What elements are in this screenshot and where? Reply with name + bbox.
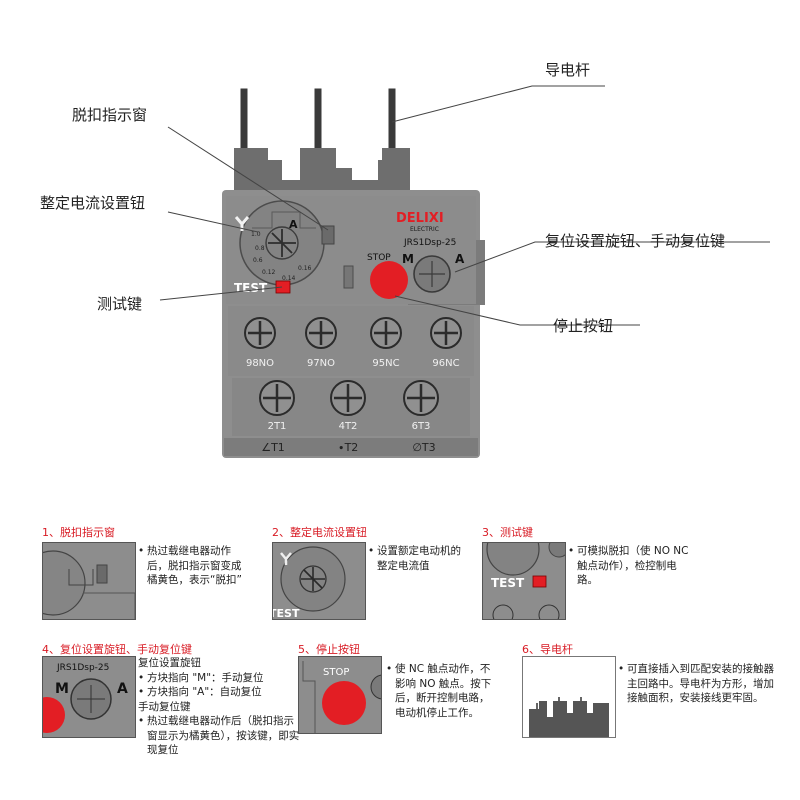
thumb-current-knob: TEST: [272, 542, 366, 620]
dial-mark-2: 0.8: [255, 245, 265, 252]
thumb4-a: A: [117, 681, 128, 697]
terminal-screw: [330, 380, 366, 416]
terminal-screw: [305, 317, 337, 349]
inner-slot: [343, 265, 354, 289]
section-desc-reset-knob: 复位设置旋钮 方块指向 "M"：手动复位 方块指向 "A"：自动复位 手动复位键…: [138, 656, 300, 758]
terminal-label-97no: 97NO: [307, 358, 335, 369]
section-desc-conductor-rod: 可直接插入到匹配安装的接触器主回路中。导电杆为方形，增加接触面积，安装接线更牢固…: [618, 662, 780, 706]
dial-mark-5: 0.14: [282, 275, 296, 282]
callout-test-key: 测试键: [97, 295, 143, 313]
reset-setting-knob[interactable]: [413, 255, 451, 293]
desc-line: 可模拟脱扣（使 NO NC 触点动作），检控制电路。: [568, 544, 696, 588]
terminal-screw: [244, 317, 276, 349]
mode-m-label: M: [402, 252, 414, 266]
thumb2-test-label: TEST: [273, 607, 300, 619]
terminal-screw: [370, 317, 402, 349]
base-label-t3: ∅T3: [412, 441, 435, 454]
terminal-label-6t3: 6T3: [412, 421, 431, 432]
relay-top-block: [234, 148, 410, 195]
callout-lines: [159, 85, 770, 326]
dial-cross: [268, 229, 296, 257]
dial-mark-6: 0.16: [298, 265, 312, 272]
terminal-label-2t1: 2T1: [268, 421, 287, 432]
stop-label: STOP: [367, 253, 391, 263]
terminal-screw: [259, 380, 295, 416]
terminal-screw: [403, 380, 439, 416]
thumb-reset-knob: JRS1Dsp-25 M A: [42, 656, 136, 738]
relay-diagram: A 1.0 0.8 0.6 0.12 0.14 0.16 DELIXI ELEC…: [159, 85, 770, 458]
stop-button[interactable]: [370, 261, 408, 299]
model-label: JRS1Dsp-25: [403, 238, 456, 248]
brand-logo: DELIXI: [396, 211, 444, 226]
desc-line: 方块指向 "A"：自动复位: [138, 685, 300, 700]
desc-line: 可直接插入到匹配安装的接触器主回路中。导电杆为方形，增加接触面积，安装接线更牢固…: [618, 662, 780, 706]
desc-line: 方块指向 "M"：手动复位: [138, 671, 300, 686]
section-title-current-knob: 2、整定电流设置钮: [272, 526, 367, 539]
section-title-reset-knob: 4、复位设置旋钮、手动复位键: [42, 643, 192, 656]
test-key[interactable]: [275, 280, 291, 294]
desc-line: 使 NC 触点动作，不影响 NO 触点。按下后，断开控制电路，电动机停止工作。: [386, 662, 498, 720]
brand-sub: ELECTRIC: [410, 226, 439, 233]
terminal-label-4t2: 4T2: [339, 421, 358, 432]
base-strip: [224, 438, 478, 456]
terminal-label-98no: 98NO: [246, 358, 274, 369]
thumb-test-key: TEST: [482, 542, 566, 620]
callout-trip-window: 脱扣指示窗: [72, 106, 148, 124]
desc-line: 设置额定电动机的整定电流值: [368, 544, 468, 573]
dial-a-label: A: [289, 218, 298, 231]
dial-mark-1: 1.0: [251, 231, 261, 238]
dial-mark-4: 0.12: [262, 269, 276, 276]
section-desc-current-knob: 设置额定电动机的整定电流值: [368, 544, 468, 573]
terminal-label-96nc: 96NC: [432, 358, 459, 369]
test-label: TEST: [234, 281, 268, 295]
section-title-trip-window: 1、脱扣指示窗: [42, 526, 115, 539]
section-title-test-key: 3、测试键: [482, 526, 533, 539]
mode-a-label: A: [455, 252, 465, 266]
thumb4-model: JRS1Dsp-25: [56, 663, 109, 673]
base-label-t1: ∠T1: [261, 441, 285, 454]
section-title-stop-button: 5、停止按钮: [298, 643, 360, 656]
callout-current-knob: 整定电流设置钮: [40, 194, 146, 212]
trip-indicator-window: [321, 225, 335, 245]
section-desc-stop-button: 使 NC 触点动作，不影响 NO 触点。按下后，断开控制电路，电动机停止工作。: [386, 662, 498, 720]
thumb-trip-window: [42, 542, 136, 620]
terminal-screw: [430, 317, 462, 349]
callout-conductor-rod: 导电杆: [545, 61, 591, 79]
terminal-label-95nc: 95NC: [372, 358, 399, 369]
terminal-screws-lower: [259, 380, 439, 416]
conductor-rods: [240, 88, 396, 154]
thumb4-m: M: [55, 681, 69, 697]
desc-line: 热过载继电器动作后，脱扣指示窗变成橘黄色，表示“脱扣”: [138, 544, 250, 588]
base-label-t2: ∙T2: [338, 441, 359, 454]
thumb-conductor-rod: [522, 656, 616, 738]
section-desc-trip-window: 热过载继电器动作后，脱扣指示窗变成橘黄色，表示“脱扣”: [138, 544, 250, 588]
desc-line: 手动复位键: [138, 700, 191, 713]
thumb5-stop: STOP: [323, 667, 349, 678]
callout-stop-button: 停止按钮: [553, 317, 614, 335]
callout-reset-knob: 复位设置旋钮、手动复位键: [545, 232, 726, 250]
section-title-conductor-rod: 6、导电杆: [522, 643, 573, 656]
terminal-screws-upper: [244, 317, 462, 349]
dial-mark-3: 0.6: [253, 257, 263, 264]
thumb-stop-button: STOP: [298, 656, 382, 734]
section-desc-test-key: 可模拟脱扣（使 NO NC 触点动作），检控制电路。: [568, 544, 696, 588]
desc-line: 复位设置旋钮: [138, 657, 201, 669]
thumb3-test-label: TEST: [491, 576, 525, 590]
desc-line: 热过载继电器动作后（脱扣指示窗显示为橘黄色），按该键，即实现复位: [138, 714, 300, 758]
